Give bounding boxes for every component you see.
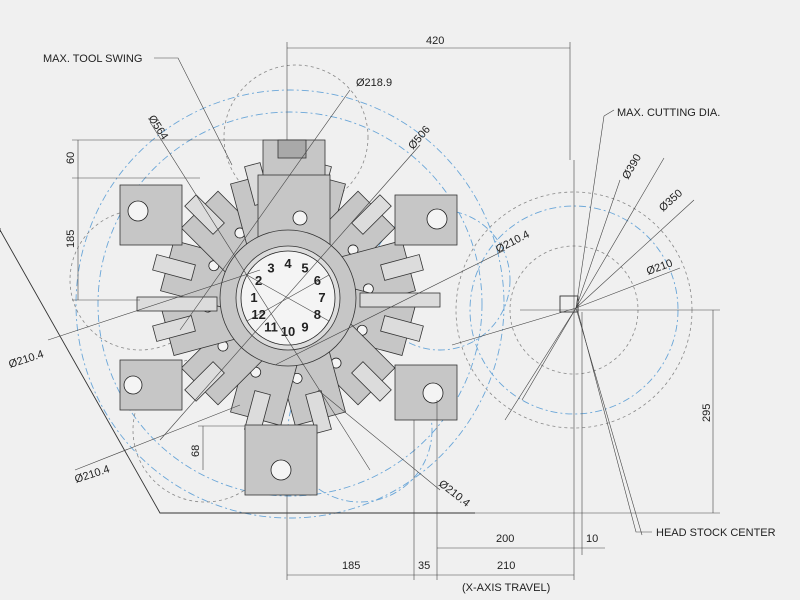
right-lower-bore [422,382,444,404]
dia-390: Ø390 [620,152,644,181]
bottom-holder-bore [270,459,292,481]
station-number-8: 8 [314,307,321,322]
station-number-2: 2 [255,273,262,288]
outline-lines [0,228,475,514]
turret-leaders [47,57,506,491]
dia-564: Ø564 [145,113,170,142]
turret-circle-506 [97,111,483,497]
station-number-10: 10 [281,324,295,339]
max-cutting-dia-label: MAX. CUTTING DIA. [617,107,720,119]
turret-body [119,139,458,496]
machine-outline [0,229,475,514]
dim-210: 210 [497,560,515,572]
dim-35: 35 [418,560,430,572]
station-number-7: 7 [318,290,325,305]
dia-506: Ø506 [406,124,433,152]
dim-200: 200 [496,533,514,545]
dim-185-horizontal: 185 [342,560,360,572]
dimension-lines [72,42,720,580]
max-tool-swing-circle [75,89,505,519]
dia-210-4-bottom-right: Ø210.4 [436,478,472,510]
right-bar-holder [359,292,441,308]
left-bar-holder [136,296,218,312]
dim-420: 420 [426,35,444,47]
station-number-11: 11 [264,319,278,334]
dim-60: 60 [65,152,77,164]
dim-185-vertical: 185 [65,230,77,248]
station-number-12: 12 [251,307,265,322]
station-number-9: 9 [301,319,308,334]
top-holder-clamp [277,139,307,159]
dia-210-4-right: Ø210.4 [494,229,532,256]
head-stock-center-label: HEAD STOCK CENTER [656,527,776,539]
right-tool-circle [369,209,511,351]
x-axis-travel-label: (X-AXIS TRAVEL) [462,582,550,594]
top-holder-bolt [292,210,308,226]
station-number-6: 6 [314,273,321,288]
left-lower-bore [123,375,143,395]
dia-210: Ø210 [645,257,674,277]
left-upper-bore [127,200,149,222]
top-tool-circle [223,64,369,210]
center-lines [520,160,720,520]
dia-210-4-bottom-left: Ø210.4 [73,463,111,486]
station-number-5: 5 [301,261,308,276]
max-tool-swing-label: MAX. TOOL SWING [43,53,142,65]
right-upper-bore [426,208,448,230]
station-number-3: 3 [267,261,274,276]
right-upper-holder [394,194,458,246]
station-number-1: 1 [250,290,257,305]
dia-218-9: Ø218.9 [356,77,392,89]
dia-350: Ø350 [657,187,685,214]
dim-295: 295 [701,404,713,422]
leader-lines [451,109,695,536]
station-number-4: 4 [284,256,292,271]
dim-10: 10 [586,533,598,545]
dim-68: 68 [190,445,202,457]
dia-210-4-left: Ø210.4 [7,348,45,371]
